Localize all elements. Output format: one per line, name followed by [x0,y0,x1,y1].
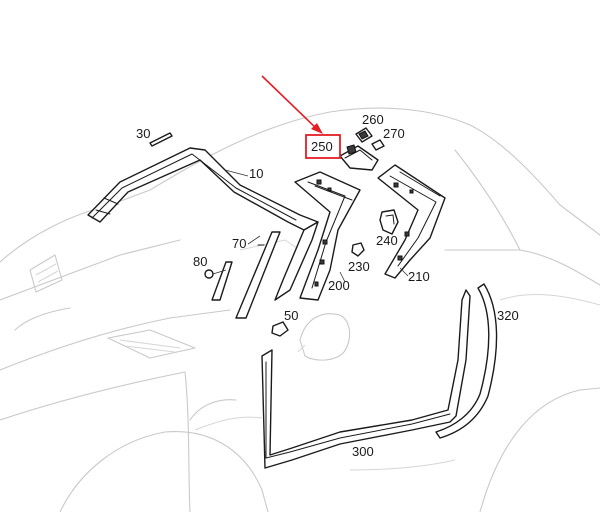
callout-200: 200 [328,278,350,293]
part-250-housing [339,144,379,171]
part-230-nut [351,242,365,257]
callout-210: 210 [408,269,430,284]
part-30-rod [149,132,173,147]
part-70-trim-strip [235,231,281,319]
highlight-arrow [261,75,323,134]
callout-30: 30 [136,126,150,141]
callout-230: 230 [348,259,370,274]
callout-80: 80 [193,254,207,269]
side-mirror [297,313,351,361]
car-body-outline [0,107,600,512]
callout-240: 240 [376,233,398,248]
callout-250: 250 [311,139,333,154]
callout-70: 70 [232,236,246,251]
highlight-box-250 [305,134,341,159]
part-300-door-seal [261,289,471,469]
callout-50: 50 [284,308,298,323]
callout-270: 270 [383,126,405,141]
part-50-nut [271,321,289,337]
part-260-lamp [355,127,373,143]
part-320-rear-seal [435,283,498,439]
part-10-windshield-seal [87,147,319,301]
callout-300: 300 [352,444,374,459]
callout-320: 320 [497,308,519,323]
part-270-bulb [371,139,385,151]
part-80-clip [204,261,233,301]
part-240-bracket [379,209,399,235]
callout-260: 260 [362,112,384,127]
part-210-pillar-trim [377,164,446,279]
callout-10: 10 [249,166,263,181]
part-200-pillar-trim [294,171,361,301]
leader-lines [224,169,409,283]
